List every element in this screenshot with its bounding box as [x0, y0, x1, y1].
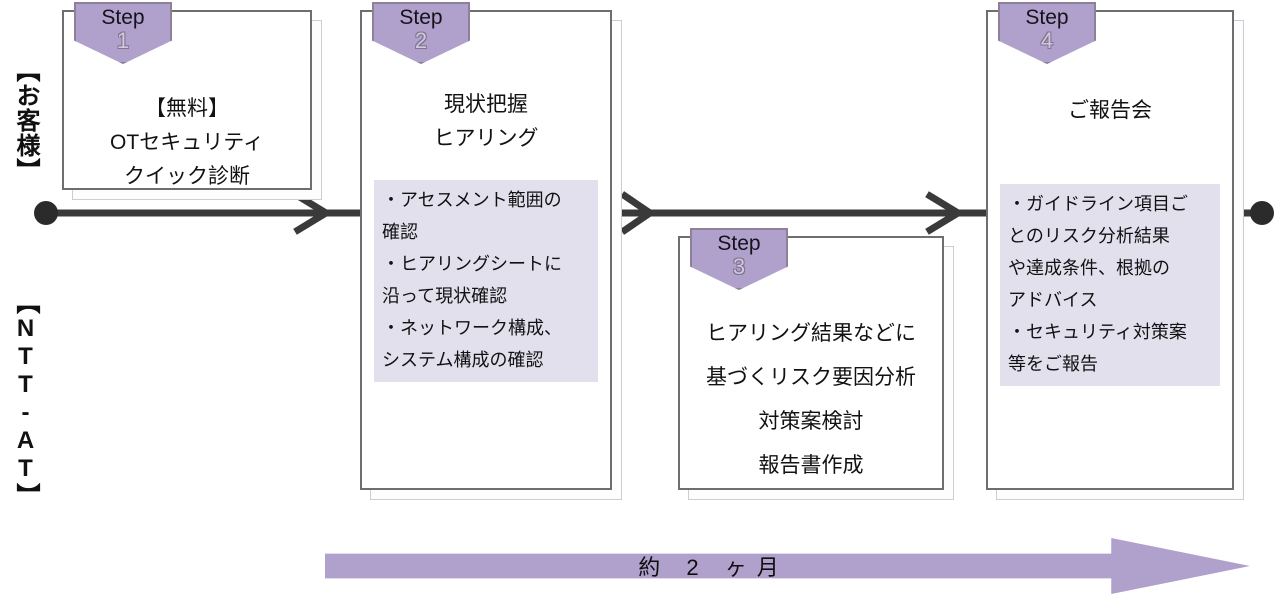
step-1-title-line-3: クイック診断 [124, 165, 250, 188]
step-2-note-line-2: 確認 [382, 222, 418, 242]
lane-label-customer: 【お客様】 [12, 58, 39, 183]
step-4-title-line-1: ご報告会 [1068, 99, 1152, 122]
duration-label: 約 2 ヶ月 [638, 555, 789, 580]
step-2-note-line-5: ・ネットワーク構成、 [382, 318, 562, 338]
step-4-note-line-1: ・ガイドライン項目ご [1008, 194, 1188, 214]
step-4-title: ご報告会 [986, 94, 1234, 128]
step-2-note-line-6: システム構成の確認 [382, 350, 544, 370]
step-2-note-line-1: ・アセスメント範囲の [382, 190, 562, 210]
step-4-note-line-2: とのリスク分析結果 [1008, 226, 1170, 246]
step-1-title: 【無料】 OTセキュリティ クイック診断 [62, 92, 312, 194]
step-badge-number: 1 [116, 28, 130, 53]
step-3-title-line-2: 基づくリスク要因分析 [706, 366, 916, 389]
step-badge-4[interactable]: Step 4 [998, 2, 1096, 64]
step-badge-word: Step [717, 232, 761, 255]
step-badge-number: 3 [732, 254, 746, 279]
step-4-notes: ・ガイドライン項目ご とのリスク分析結果 や達成条件、根拠の アドバイス ・セキ… [1000, 184, 1220, 386]
step-2-note-line-3: ・ヒアリングシートに [382, 254, 562, 274]
step-2-title: 現状把握 ヒアリング [360, 88, 612, 156]
lane-label-provider: 【NTT-AT】 [12, 290, 39, 508]
step-3-title-line-3: 対策案検討 [758, 410, 864, 433]
step-4-note-line-6: 等をご報告 [1008, 354, 1098, 374]
step-4-note-line-5: ・セキュリティ対策案 [1008, 322, 1187, 342]
step-card-4[interactable]: ご報告会 ・ガイドライン項目ご とのリスク分析結果 や達成条件、根拠の アドバイ… [986, 2, 1244, 500]
step-2-note-line-4: 沿って現状確認 [382, 286, 508, 306]
step-badge-number: 2 [414, 28, 428, 53]
step-2-title-line-2: ヒアリング [433, 127, 539, 150]
step-1-title-line-1: 【無料】 [145, 97, 229, 120]
step-badge-word: Step [101, 6, 145, 29]
step-card-1[interactable]: 【無料】 OTセキュリティ クイック診断 Step 1 [62, 2, 322, 200]
step-3-title-line-4: 報告書作成 [758, 454, 864, 477]
step-badge-word: Step [1025, 6, 1069, 29]
step-4-note-line-4: アドバイス [1008, 290, 1098, 310]
step-2-notes: ・アセスメント範囲の 確認 ・ヒアリングシートに 沿って現状確認 ・ネットワーク… [374, 180, 598, 382]
step-3-title-line-1: ヒアリング結果などに [706, 322, 916, 345]
step-card-3[interactable]: ヒアリング結果などに 基づくリスク要因分析 対策案検討 報告書作成 Step 3 [678, 228, 954, 500]
step-badge-number: 4 [1040, 28, 1054, 53]
step-3-title: ヒアリング結果などに 基づくリスク要因分析 対策案検討 報告書作成 [678, 312, 944, 488]
step-card-2[interactable]: 現状把握 ヒアリング ・アセスメント範囲の 確認 ・ヒアリングシートに 沿って現… [360, 2, 622, 500]
duration-arrow: 約 2 ヶ月 [325, 538, 1250, 594]
step-4-note-line-3: や達成条件、根拠の [1008, 258, 1170, 278]
step-1-title-line-2: OTセキュリティ [110, 131, 264, 154]
step-2-title-line-1: 現状把握 [444, 93, 528, 116]
step-badge-word: Step [399, 6, 443, 29]
